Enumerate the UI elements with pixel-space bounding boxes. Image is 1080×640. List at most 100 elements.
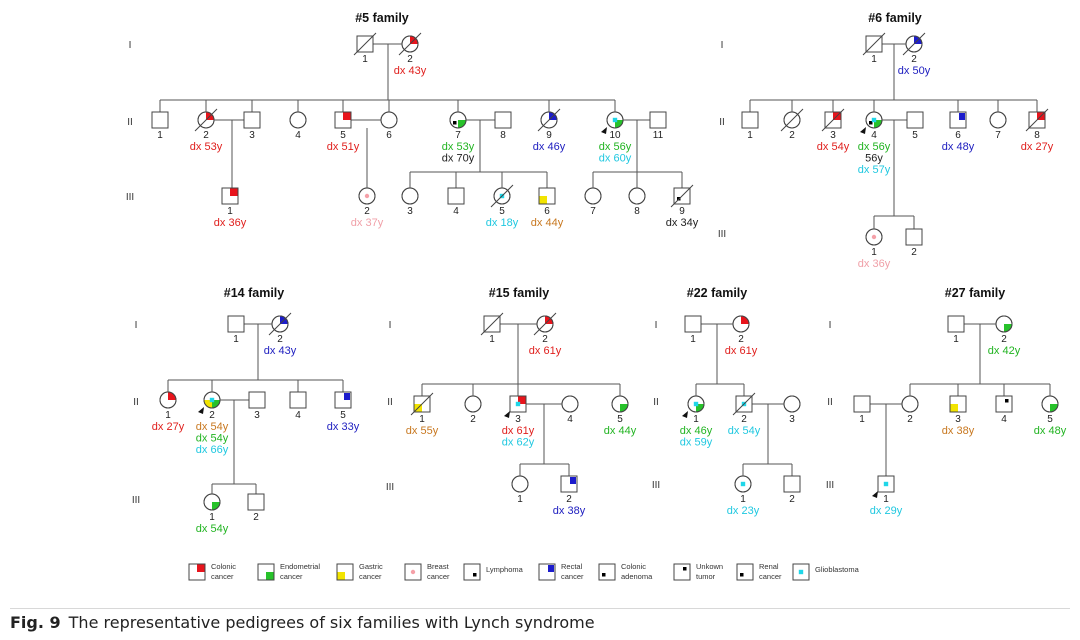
symbol-outline (611, 395, 629, 413)
individual-number: 1 (157, 130, 163, 141)
colonic-adenoma-marker (869, 121, 873, 125)
symbol-outline (509, 395, 527, 413)
symbol-outline (735, 395, 753, 413)
diagnosis-age: dx 56y (858, 141, 891, 153)
individual-number: 1 (489, 334, 495, 345)
symbol-outline (995, 395, 1013, 413)
male-individual-iii6: 6dx 44y (531, 187, 564, 229)
individual-number: 4 (871, 130, 877, 141)
individual-number: 9 (679, 206, 685, 217)
symbol-outline (687, 395, 705, 413)
legend-label: cancer (211, 572, 234, 581)
individual-number: 5 (499, 206, 505, 217)
female-individual-ii7: 7 (989, 111, 1007, 141)
individual-number: 1 (227, 206, 233, 217)
individual-number: 2 (253, 512, 259, 523)
proband-arrow (682, 411, 688, 418)
breast-marker (410, 569, 416, 575)
colonic-marker (230, 188, 238, 196)
male-individual-ii1: 1dx 55y (406, 392, 439, 437)
proband-arrow (504, 411, 510, 418)
individual-number: 5 (340, 130, 346, 141)
unknown-marker (1005, 399, 1009, 403)
gastric-marker (337, 572, 345, 580)
legend-label: cancer (759, 572, 782, 581)
individual-number: 7 (455, 130, 461, 141)
deceased-slash (670, 184, 694, 208)
symbol-outline (824, 111, 842, 129)
individual-number: 5 (340, 410, 346, 421)
individual-number: 1 (693, 414, 699, 425)
symbol-outline (449, 111, 467, 129)
colonic-adenoma-marker (602, 573, 606, 577)
male-square-symbol (995, 395, 1013, 413)
male-individual-ii8: 8 (494, 111, 512, 141)
male-individual-ii5: 5dx 51y (327, 111, 360, 153)
gastric-marker (950, 404, 958, 412)
female-individual-ii1: 1dx 27y (152, 391, 185, 433)
legend-swatch (463, 563, 481, 581)
legend-item-glioblastoma: Glioblastoma (792, 563, 860, 581)
symbol-outline (783, 111, 801, 129)
diagnosis-age: dx 27y (1021, 141, 1054, 153)
symbol-outline (413, 395, 431, 413)
colonic-marker (741, 316, 749, 324)
diagnosis-age: dx 62y (502, 437, 535, 449)
male-individual-iii9: 9dx 34y (666, 184, 699, 229)
breast-marker (871, 234, 877, 240)
diagnosis-age: dx 36y (858, 258, 891, 270)
diagnosis-age: dx 55y (406, 425, 439, 437)
male-square-symbol (151, 111, 169, 129)
male-individual-iii2: 2 (783, 475, 801, 505)
individual-number: 5 (912, 130, 918, 141)
legend-item-lymphoma: Lymphoma (463, 563, 524, 581)
male-individual-i1: 1 (947, 315, 965, 345)
symbol-outline (221, 187, 239, 205)
male-individual-ii4: 4 (995, 395, 1013, 425)
diagnosis-age: dx 54y (817, 141, 850, 153)
individual-number: 3 (830, 130, 836, 141)
individual-number: 2 (203, 130, 209, 141)
individual-number: 2 (738, 334, 744, 345)
male-square-symbol (494, 111, 512, 129)
glioblastoma-marker (515, 401, 521, 407)
generation-label: III (652, 480, 660, 491)
individual-number: 2 (907, 414, 913, 425)
individual-number: 2 (470, 414, 476, 425)
symbol-outline (673, 187, 691, 205)
generation-label: I (389, 320, 392, 331)
individual-number: 3 (515, 414, 521, 425)
individual-number: 2 (911, 54, 917, 65)
generation-label: II (127, 117, 133, 128)
symbol-outline (877, 475, 895, 493)
individual-number: 8 (1034, 130, 1040, 141)
individual-number: 2 (789, 494, 795, 505)
symbol-outline (865, 35, 883, 53)
male-individual-iii4: 4 (447, 187, 465, 217)
legend-swatch-outline (336, 563, 354, 581)
male-individual-iii2: 2 (905, 228, 923, 258)
female-individual-ii6: 6 (380, 111, 398, 141)
symbol-outline (584, 187, 602, 205)
male-square-symbol (248, 391, 266, 409)
male-individual-ii1: 1 (741, 111, 759, 141)
female-individual-ii2: 2 (464, 395, 482, 425)
individual-number: 1 (747, 130, 753, 141)
male-individual-i1: 1 (480, 312, 504, 345)
generation-label: II (827, 397, 833, 408)
symbol-outline (197, 111, 215, 129)
female-individual-ii5: 5dx 44y (604, 395, 637, 437)
legend-label: Lymphoma (486, 565, 524, 574)
individual-number: 1 (883, 494, 889, 505)
diagnosis-age: dx 46y (680, 425, 713, 437)
female-individual-iii5: 5dx 18y (486, 184, 519, 229)
rectal-marker (548, 565, 554, 572)
legend-label: Gastric (359, 562, 383, 571)
female-individual-i2: 2dx 42y (988, 315, 1021, 357)
symbol-outline (989, 111, 1007, 129)
endometrial-marker (212, 502, 220, 510)
symbol-outline (248, 391, 266, 409)
